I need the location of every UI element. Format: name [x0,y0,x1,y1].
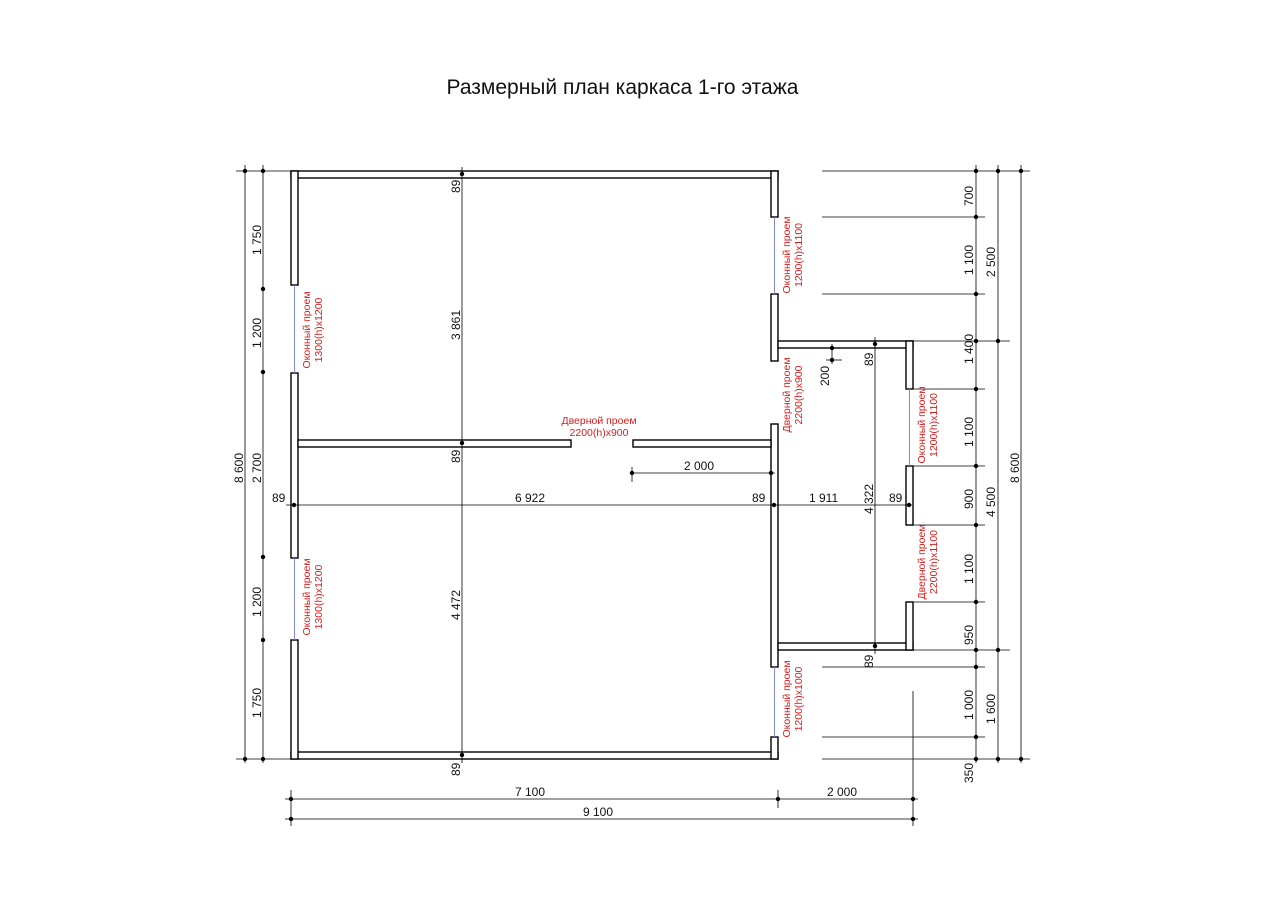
dim-200: 200 [818,366,832,386]
svg-text:1200(h)x1100: 1200(h)x1100 [928,393,940,457]
dim-ext-depth: 4 322 [862,484,876,514]
dim-lower-room: 4 472 [449,590,463,620]
svg-text:Оконный проем: Оконный проем [916,386,928,463]
wall-top [290,170,779,179]
wall-bottom [290,751,779,760]
wall-left-1 [290,170,299,286]
label-left-window-lower: Оконный проем 1300(h)x1200 [301,558,325,635]
wall-inner-1 [770,170,779,218]
wall-ext-right-1 [905,340,914,390]
label-door-partition: Дверной проем 2200(h)x900 [561,415,636,439]
svg-text:1300(h)x1200: 1300(h)x1200 [313,564,325,629]
svg-text:1300(h)x1200: 1300(h)x1200 [313,297,325,362]
wall-inner-4 [770,736,779,760]
svg-text:Оконный проем: Оконный проем [301,291,313,368]
dim-bottom-ext: 2 000 [827,785,857,799]
wall-left-2 [290,372,299,559]
svg-text:Оконный проем: Оконный проем [301,558,313,635]
dim-inner-width: 6 922 [515,491,545,505]
inner-dim-dots [291,171,912,758]
label-window-ext: Оконный проем 1200(h)x1100 [916,386,940,463]
dim-bottom-total: 9 100 [583,805,613,819]
dim-bottom-thk: 89 [449,762,463,776]
page-title: Размерный план каркаса 1-го этажа [446,76,799,99]
dim-right-seg-8: 1 000 [962,690,976,720]
dim-right-seg-2: 1 100 [962,245,976,275]
dim-left-seg-1: 1 750 [250,225,264,255]
dim-right-seg-9: 350 [962,763,976,783]
dim-mid-thk: 89 [449,449,463,463]
dim-left-seg-2: 1 200 [250,318,264,348]
wall-partition-right [632,439,772,448]
dim-ext-bottom-thk: 89 [862,654,876,668]
label-left-window-upper: Оконный проем 1300(h)x1200 [301,291,325,368]
window-glass [294,217,910,737]
label-right-window-upper: Оконный проем 1200(h)x1100 [781,216,805,293]
dim-bottom-main: 7 100 [515,785,545,799]
wall-ext-right-2 [905,465,914,526]
svg-text:1200(h)x1100: 1200(h)x1100 [793,223,805,287]
dim-left-seg-3: 2 700 [250,453,264,483]
dim-right-group-3: 1 600 [984,694,998,724]
walls [290,170,914,760]
dim-left-total: 8 600 [232,453,246,483]
svg-text:2200(h)x900: 2200(h)x900 [570,427,629,439]
dim-right-thk: 89 [889,491,903,505]
dim-left-seg-5: 1 750 [250,688,264,718]
svg-text:1200(h)x1000: 1200(h)x1000 [793,666,805,731]
svg-text:Оконный проем: Оконный проем [781,660,793,737]
svg-text:2200(h)x900: 2200(h)x900 [793,365,805,424]
dim-top-thk: 89 [449,179,463,193]
dim-upper-room: 3 861 [449,310,463,340]
dim-right-seg-3: 1 400 [962,334,976,364]
dim-right-seg-7: 950 [962,625,976,645]
inner-dim-lines [286,167,912,763]
dim-right-seg-1: 700 [962,186,976,206]
dim-right-group-2: 4 500 [984,487,998,517]
dim-left-thk: 89 [272,491,286,505]
wall-ext-bottom [777,642,914,651]
wall-inner-3 [770,423,779,668]
svg-text:Оконный проем: Оконный проем [781,216,793,293]
svg-text:Дверной проем: Дверной проем [561,415,636,427]
dim-right-seg-6: 1 100 [962,554,976,584]
wall-inner-2 [770,293,779,362]
opening-labels: Оконный проем 1300(h)x1200 Оконный проем… [301,216,940,737]
svg-text:Дверной проем: Дверной проем [781,357,793,432]
dim-inner-thk: 89 [752,491,766,505]
label-door-inner-wall: Дверной проем 2200(h)x900 [781,357,805,432]
dim-right-seg-5: 900 [962,489,976,509]
dim-door-offset: 2 000 [684,459,714,473]
dim-right-group-1: 2 500 [984,247,998,277]
dim-right-total: 8 600 [1008,453,1022,483]
bottom-dim-lines [285,691,918,826]
svg-text:2200(h)x1100: 2200(h)x1100 [928,530,940,594]
svg-text:Дверной проем: Дверной проем [916,524,928,599]
dim-ext-top-thk: 89 [862,352,876,366]
wall-left-3 [290,639,299,760]
dim-ext-width: 1 911 [809,491,838,505]
label-door-ext: Дверной проем 2200(h)x1100 [916,524,940,599]
label-right-window-lower: Оконный проем 1200(h)x1000 [781,660,805,737]
dimension-labels: 89 3 861 89 4 472 89 89 6 922 89 1 911 8… [232,179,1022,819]
dim-right-seg-4: 1 100 [962,417,976,447]
wall-ext-right-3 [905,601,914,651]
dim-left-seg-4: 1 200 [250,587,264,617]
wall-ext-top [777,340,914,349]
wall-partition-left [297,439,572,448]
